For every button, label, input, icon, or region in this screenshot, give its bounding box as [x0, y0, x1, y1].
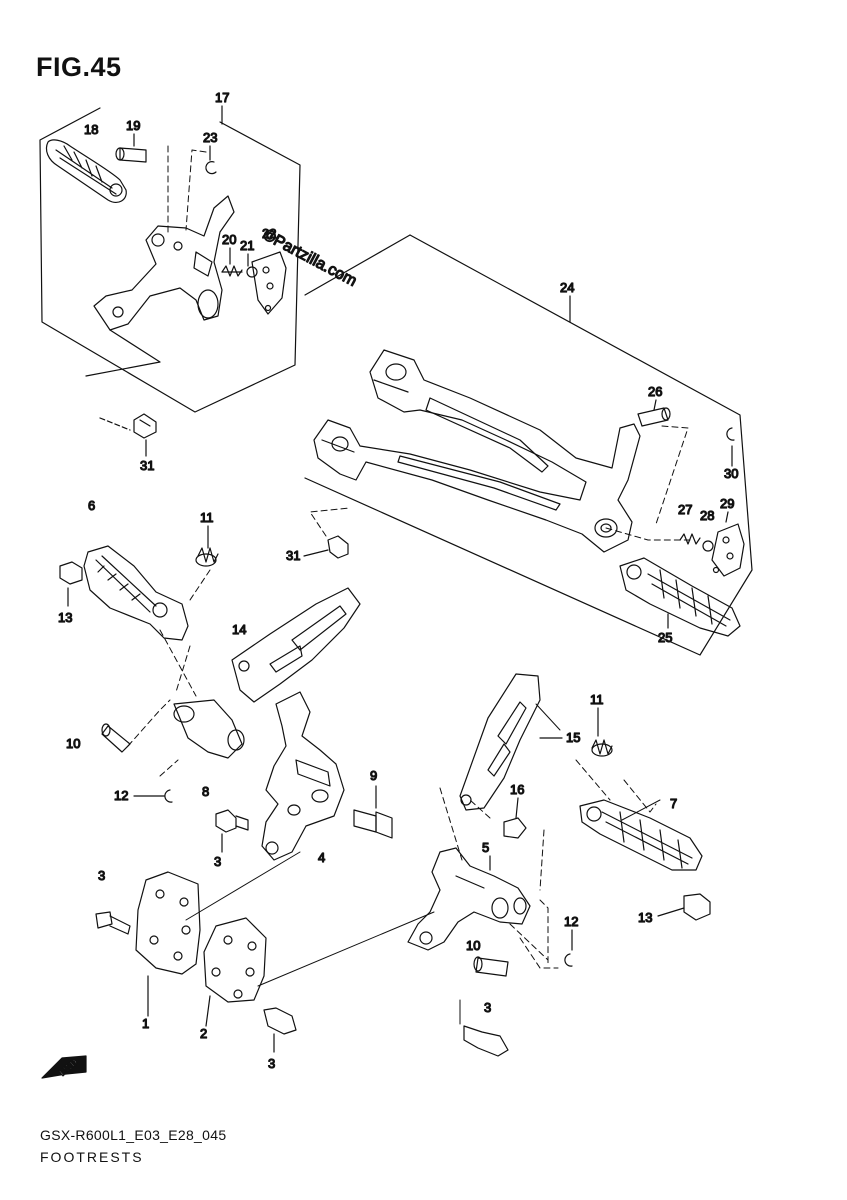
part-12-clip-left — [164, 789, 173, 803]
callout-labels: 17 18 19 23 20 21 22 31 24 26 30 29 27 2… — [57, 89, 739, 1071]
svg-text:7: 7 — [670, 796, 677, 811]
part-3-bolt-right — [463, 1025, 509, 1057]
svg-text:17: 17 — [215, 90, 229, 105]
part-13-bolt-right — [683, 893, 711, 921]
part-31-bolt-middle — [327, 535, 349, 559]
svg-text:23: 23 — [203, 130, 217, 145]
part-1-plate — [135, 871, 201, 975]
part-29-plate — [711, 523, 745, 577]
part-31-bolt-upper — [133, 413, 157, 439]
svg-text:15: 15 — [566, 730, 580, 745]
part-11-spring-right — [591, 739, 613, 757]
svg-text:12: 12 — [114, 788, 128, 803]
svg-text:3: 3 — [484, 1000, 491, 1015]
part-21-ball — [246, 266, 258, 278]
footpeg-pivot-left — [173, 699, 245, 759]
assembly-box-24 — [304, 234, 753, 656]
part-24-rear-stay — [313, 349, 641, 553]
svg-text:27: 27 — [678, 502, 692, 517]
part-28-ball — [702, 540, 714, 552]
svg-text:11: 11 — [590, 692, 604, 707]
part-7-front-footpeg — [579, 799, 703, 871]
svg-text:18: 18 — [84, 122, 98, 137]
svg-text:28: 28 — [700, 508, 714, 523]
svg-text:1: 1 — [142, 1016, 149, 1031]
svg-text:31: 31 — [140, 458, 154, 473]
part-8-bolt — [215, 809, 249, 833]
part-9-bolt — [353, 809, 393, 839]
svg-text:29: 29 — [720, 496, 734, 511]
part-4-front-bracket — [261, 691, 345, 861]
svg-text:2: 2 — [200, 1026, 207, 1041]
svg-text:25: 25 — [658, 630, 672, 645]
part-18-rear-footpeg — [45, 139, 127, 203]
part-10-pin-left — [101, 723, 131, 753]
svg-text:10: 10 — [66, 736, 80, 751]
svg-text:8: 8 — [202, 784, 209, 799]
part-3-bolt-left — [95, 911, 131, 935]
svg-text:30: 30 — [724, 466, 738, 481]
diagram-section-name: FOOTRESTS — [40, 1149, 144, 1165]
figure-title: FIG.45 — [36, 52, 122, 82]
part-6-front-footpeg — [83, 545, 189, 641]
part-20-spring — [221, 265, 243, 277]
part-30-clip — [726, 427, 735, 441]
watermark: ©Partzilla.com — [260, 227, 359, 291]
svg-text:3: 3 — [268, 1056, 275, 1071]
part-27-spring — [679, 533, 701, 545]
part-15-heel-plate — [459, 673, 541, 811]
svg-text:22: 22 — [262, 226, 276, 241]
part-5-front-bracket — [407, 847, 531, 951]
svg-text:31: 31 — [286, 548, 300, 563]
svg-text:26: 26 — [648, 384, 662, 399]
part-13-bolt-left — [59, 561, 83, 585]
part-14-heel-plate — [231, 587, 361, 703]
svg-text:14: 14 — [232, 622, 246, 637]
svg-text:19: 19 — [126, 118, 140, 133]
svg-text:3: 3 — [98, 868, 105, 883]
svg-text:24: 24 — [560, 280, 574, 295]
svg-text:10: 10 — [466, 938, 480, 953]
svg-text:12: 12 — [564, 914, 578, 929]
part-10-pin-right — [473, 956, 509, 977]
part-23-clip — [205, 161, 217, 175]
svg-text:16: 16 — [510, 782, 524, 797]
svg-text:6: 6 — [88, 498, 95, 513]
part-12-clip-right — [564, 953, 573, 967]
svg-text:9: 9 — [370, 768, 377, 783]
svg-text:13: 13 — [58, 610, 72, 625]
part-3-bolt-bottom — [263, 1007, 297, 1035]
part-19-pin — [115, 147, 147, 163]
svg-text:5: 5 — [482, 840, 489, 855]
rear-footrest-bracket — [93, 195, 235, 331]
part-16-bolt — [503, 817, 527, 839]
part-22-plate — [251, 251, 287, 315]
forward-arrow-icon: FWD — [41, 1055, 87, 1079]
svg-text:13: 13 — [638, 910, 652, 925]
part-26-pin — [637, 407, 671, 427]
svg-text:11: 11 — [200, 510, 214, 525]
svg-text:21: 21 — [240, 238, 254, 253]
svg-text:20: 20 — [222, 232, 236, 247]
solid-leaders — [185, 703, 661, 1025]
svg-text:4: 4 — [318, 850, 325, 865]
part-2-plate — [203, 917, 267, 1003]
part-25-rear-footpeg — [619, 557, 741, 637]
diagram-model-code: GSX-R600L1_E03_E28_045 — [40, 1127, 227, 1143]
part-11-spring-left — [195, 547, 219, 567]
assembly-box-17 — [39, 107, 301, 413]
alignment-leaders — [127, 145, 691, 969]
svg-text:3: 3 — [214, 854, 221, 869]
